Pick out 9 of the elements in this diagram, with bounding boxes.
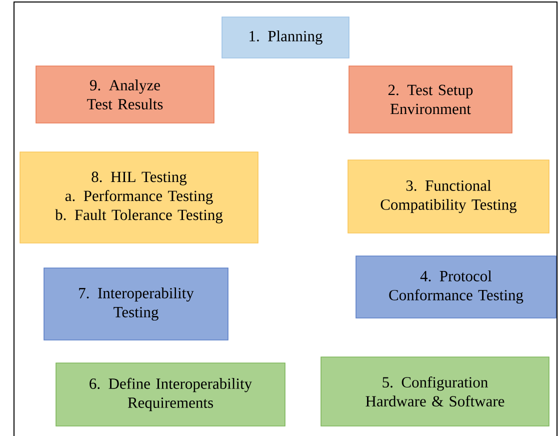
step-box: 2. Test Setup Environment — [348, 66, 512, 134]
step-box: 4. Protocol Conformance Testing — [356, 256, 556, 318]
step-box: 9. Analyze Test Results — [36, 66, 214, 124]
step-box: 5. Configuration Hardware & Software — [320, 356, 550, 426]
step-box: 3. Functional Compatibility Testing — [348, 160, 550, 234]
step-box: 7. Interoperability Testing — [44, 268, 228, 340]
step-box: 6. Define Interoperability Requirements — [56, 362, 286, 426]
step-box: 1. Planning — [222, 16, 350, 58]
step-box: 8. HIL Testing a. Performance Testing b. Fault Tolerance Testing — [20, 152, 258, 244]
